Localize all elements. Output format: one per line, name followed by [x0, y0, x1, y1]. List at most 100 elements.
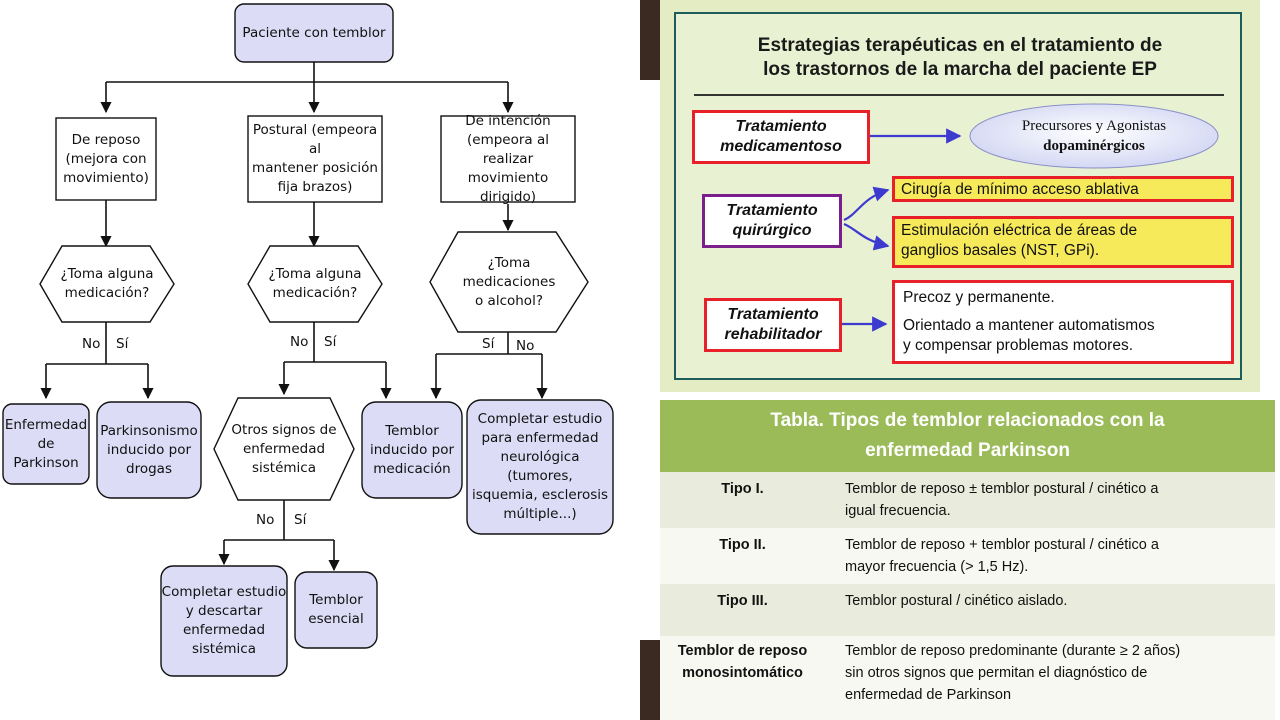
table-row: Tipo III. Temblor postural / cinético ai…	[660, 584, 1275, 636]
drug-parkinsonism-line-1: Parkinsonismo	[100, 422, 198, 439]
table-row: Temblor de reposo monosintomático Temblo…	[660, 636, 1275, 720]
intention-line-2: (empeora al realizar	[467, 131, 549, 167]
gait-title-line-2: los trastornos de la marcha del paciente…	[763, 59, 1157, 80]
row-3-desc: Temblor postural / cinético aislado.	[845, 590, 1270, 612]
rehab-line-2: rehabilitador	[724, 326, 822, 343]
row-4-desc-line-3: enfermedad de Parkinson	[845, 687, 1012, 703]
intention-line-1: De intención	[465, 112, 551, 129]
q2-no-label: No	[290, 334, 309, 350]
row-3-desc-line-1: Temblor postural / cinético aislado.	[845, 593, 1068, 609]
q2-line-2: medicación?	[272, 285, 358, 301]
rest-line-1: De reposo	[71, 131, 141, 148]
surgical-option-stimulation: Estimulación eléctrica de áreas de gangl…	[892, 216, 1234, 268]
surgical-option-1-text: Cirugía de mínimo acceso ablativa	[901, 181, 1139, 198]
drug-tremor-line-2: inducido por	[369, 441, 455, 458]
neuro-line-5: múltiple...)	[503, 506, 577, 522]
flowchart-connectors	[2, 3, 614, 677]
essential-line-1: Temblor	[309, 592, 363, 608]
rehab-option-box: Precoz y permanente. Orientado a mantene…	[892, 280, 1234, 364]
surgical-treatment-box: Tratamiento quirúrgico	[702, 194, 842, 248]
postural-tremor-node: Postural (empeora al mantener posición f…	[248, 116, 382, 202]
gait-strategies-panel: Estrategias terapéuticas en el tratamien…	[660, 0, 1260, 392]
systemic-line-3: sistémica	[251, 459, 316, 476]
systemic-yes-label: Sí	[294, 512, 307, 528]
systemic-study-line-1: Completar estudio	[161, 584, 287, 600]
systemic-study-line-2: y descartar	[185, 603, 263, 619]
intention-tremor-node: De intención (empeora al realizar movimi…	[441, 113, 575, 205]
row-1-type: Tipo I.	[721, 481, 764, 497]
q1-line-2: medicación?	[64, 285, 150, 301]
surgical-option-ablative: Cirugía de mínimo acceso ablativa	[892, 176, 1234, 202]
gait-connectors	[842, 103, 1219, 332]
panel-divider	[640, 0, 660, 720]
medication-question-2: ¿Toma alguna medicación?	[248, 246, 382, 322]
q3-no-label: No	[516, 338, 535, 354]
systemic-line-1: Otros signos de	[231, 421, 337, 438]
surgical-option-2-line-2: ganglios basales (NST, GPi).	[901, 242, 1100, 259]
row-4-type-line-1: Temblor de reposo	[677, 643, 808, 659]
systemic-study-line-4: sistémica	[191, 641, 256, 657]
medical-option-ellipse	[969, 103, 1219, 169]
parkinson-line-1: Enfermedad	[4, 416, 88, 433]
medical-option-line-1: Precursores y Agonistas	[1021, 118, 1167, 134]
drug-parkinsonism-line-3: drogas	[126, 460, 172, 477]
medical-option-line-2: dopaminérgicos	[1043, 138, 1145, 154]
table-title-line-1: Tabla. Tipos de temblor relacionados con…	[770, 410, 1165, 431]
surgical-option-2-line-1: Estimulación eléctrica de áreas de	[901, 222, 1138, 239]
table-row: Tipo II. Temblor de reposo + temblor pos…	[660, 528, 1275, 584]
systemic-study-node: Completar estudio y descartar enfermedad…	[161, 566, 287, 676]
rest-tremor-node: De reposo (mejora con movimiento)	[56, 118, 156, 200]
medication-alcohol-question: ¿Toma medicaciones o alcohol?	[430, 232, 588, 332]
drug-tremor-node: Temblor inducido por medicación	[362, 402, 462, 498]
q2-yes-label: Sí	[324, 334, 337, 350]
medical-line-2: medicamentoso	[720, 138, 842, 155]
row-2-desc-line-1: Temblor de reposo + temblor postural / c…	[845, 537, 1159, 553]
gait-title-line-1: Estrategias terapéuticas en el tratamien…	[757, 35, 1163, 56]
surgical-line-1: Tratamiento	[726, 202, 818, 219]
neuro-line-2: para enfermedad	[481, 430, 599, 446]
row-4-desc-line-2: sin otros signos que permitan el diagnós…	[845, 665, 1148, 681]
rehab-option-line-3: y compensar problemas motores.	[903, 337, 1134, 354]
row-2-desc-line-2: mayor frecuencia (> 1,5 Hz).	[845, 559, 1029, 575]
systemic-no-label: No	[256, 512, 275, 528]
q3-line-2: medicaciones	[462, 273, 556, 290]
systemic-study-line-3: enfermedad	[182, 622, 266, 638]
gait-strategies-box: Estrategias terapéuticas en el tratamien…	[674, 12, 1242, 380]
row-1-desc-line-1: Temblor de reposo ± temblor postural / c…	[845, 481, 1159, 497]
rehab-option-line-2: Orientado a mantener automatismos	[903, 317, 1155, 334]
medication-question-1: ¿Toma alguna medicación?	[40, 246, 174, 322]
rehab-option-line-1: Precoz y permanente.	[903, 289, 1055, 306]
systemic-line-2: enfermedad	[242, 440, 326, 457]
postural-line-1: Postural (empeora al	[252, 122, 378, 157]
gait-title: Estrategias terapéuticas en el tratamien…	[676, 34, 1244, 82]
drug-parkinsonism-line-2: inducido por	[106, 441, 192, 458]
drug-tremor-line-3: medicación	[373, 460, 451, 477]
q2-line-1: ¿Toma alguna	[268, 266, 362, 282]
row-3-type: Tipo III.	[717, 593, 768, 609]
essential-line-2: esencial	[308, 611, 364, 627]
table-row: Tipo I. Temblor de reposo ± temblor post…	[660, 472, 1275, 528]
medical-treatment-box: Tratamiento medicamentoso	[692, 110, 870, 164]
essential-tremor-node: Temblor esencial	[295, 572, 377, 648]
medical-option-text: Precursores y Agonistas dopaminérgicos	[972, 116, 1216, 156]
drug-parkinsonism-node: Parkinsonismo inducido por drogas	[97, 402, 201, 498]
tremor-types-table: Tabla. Tipos de temblor relacionados con…	[660, 400, 1275, 720]
rest-line-2: (mejora con	[65, 150, 147, 167]
intention-line-3: movimiento dirigido)	[467, 169, 549, 205]
q3-line-3: o alcohol?	[475, 292, 543, 309]
parkinson-line-2: de Parkinson	[13, 435, 79, 471]
row-4-desc: Temblor de reposo predominante (durante …	[845, 640, 1270, 706]
q1-yes-label: Sí	[116, 336, 129, 352]
q1-line-1: ¿Toma alguna	[60, 266, 154, 282]
row-2-type: Tipo II.	[719, 537, 766, 553]
neuro-line-3: neurológica (tumores,	[500, 449, 580, 484]
tremor-flowchart: Paciente con temblor De reposo (mejora c…	[2, 3, 614, 677]
postural-line-2: mantener posición	[252, 160, 378, 176]
gait-title-rule	[694, 94, 1224, 96]
neuro-study-node: Completar estudio para enfermedad neurol…	[467, 400, 613, 534]
postural-line-3: fija brazos)	[277, 179, 353, 195]
medical-line-1: Tratamiento	[735, 118, 827, 135]
row-1-desc: Temblor de reposo ± temblor postural / c…	[845, 478, 1270, 522]
row-4-type-line-2: monosintomático	[682, 665, 803, 681]
systemic-signs-question: Otros signos de enfermedad sistémica	[214, 398, 354, 500]
